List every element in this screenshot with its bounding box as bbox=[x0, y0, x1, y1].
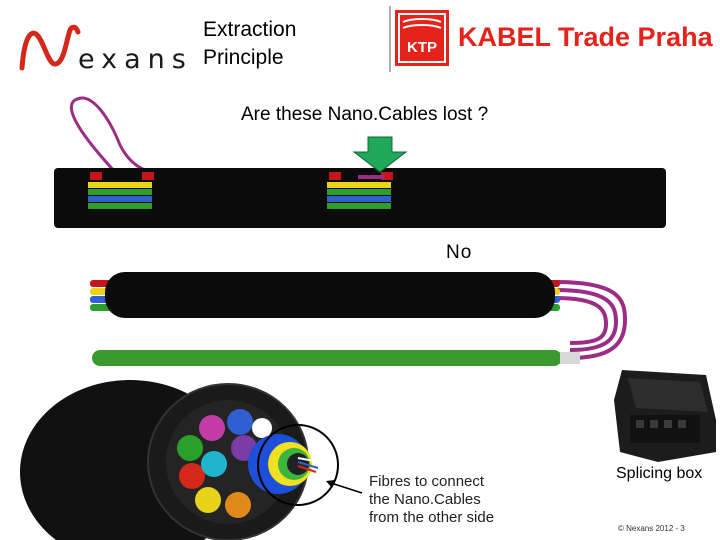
fibres-caption-line-1: Fibres to connect bbox=[369, 473, 485, 490]
fibres-caption-line-3: from the other side bbox=[369, 509, 495, 526]
title-line-2: Principle bbox=[203, 46, 284, 69]
middle-cable-sheath bbox=[105, 272, 555, 318]
question-text: Are these Nano.Cables lost ? bbox=[241, 104, 489, 125]
page-title: Extraction Principle bbox=[203, 16, 296, 72]
answer-text: No bbox=[446, 242, 473, 263]
top-cable-diagram bbox=[54, 96, 666, 228]
nexans-n-mark bbox=[19, 24, 81, 71]
fibres-caption-line-2: the Nano.Cables bbox=[369, 491, 481, 508]
splicing-box-label: Splicing box bbox=[616, 465, 703, 482]
cable-cross-section bbox=[20, 380, 363, 540]
down-arrow-icon bbox=[352, 136, 408, 173]
partner-brand-name: KABEL Trade Praha bbox=[458, 22, 713, 52]
highlight-circle bbox=[257, 424, 339, 506]
nexans-wordmark: exans bbox=[78, 44, 193, 75]
partner-logo-area bbox=[389, 6, 720, 72]
nano-cable-green bbox=[92, 350, 562, 366]
splicing-box-image bbox=[614, 370, 716, 462]
middle-cable-diagram bbox=[90, 272, 628, 366]
fibres-caption: Fibres to connect the Nano.Cables from t… bbox=[369, 473, 529, 527]
copyright-footer: © Nexans 2012 - 3 bbox=[618, 524, 685, 533]
nexans-logo bbox=[14, 20, 189, 76]
title-line-1: Extraction bbox=[203, 18, 297, 41]
